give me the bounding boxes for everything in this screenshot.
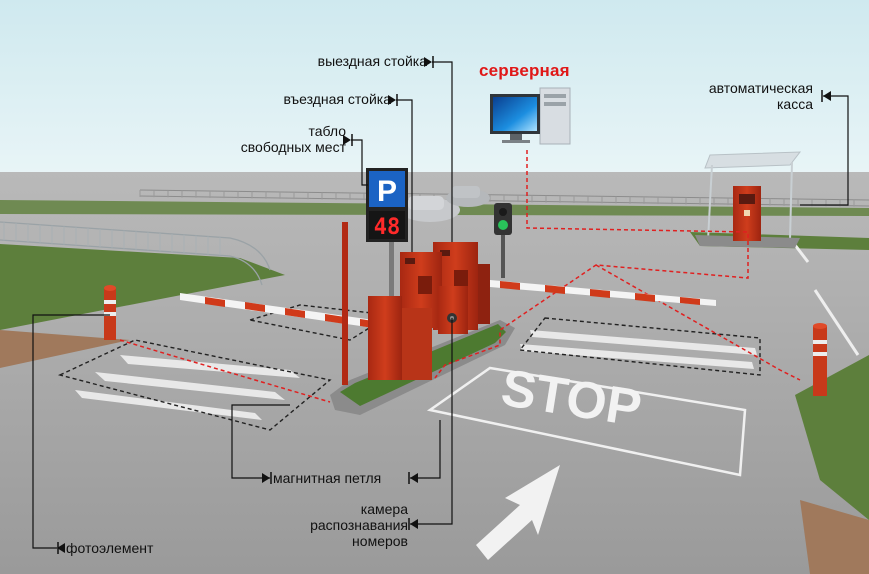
- server-computer: [490, 87, 571, 145]
- label-free-places-board: табло свободных мест: [241, 123, 346, 155]
- parking-sign-letter: P: [377, 175, 397, 208]
- label-magnetic-loop: магнитная петля: [273, 470, 382, 486]
- label-camera-line3: номеров: [352, 533, 408, 549]
- label-automatic-cashier: автоматическая касса: [709, 80, 813, 112]
- label-camera-line1: камера: [360, 501, 408, 517]
- leader-ticks: [57, 57, 831, 553]
- bollard-right: [813, 323, 827, 396]
- traffic-light: [494, 203, 512, 235]
- automatic-cashier: [733, 186, 761, 241]
- free-places-count: 48: [374, 215, 401, 240]
- barrier-cabinets: [368, 286, 468, 380]
- stop-box: [426, 366, 747, 477]
- exit-barrier: [490, 280, 716, 306]
- label-cashier-line1: автоматическая: [708, 80, 813, 96]
- parked-cars: [400, 186, 490, 222]
- label-entry-stand: въездная стойка: [283, 91, 391, 107]
- leader-lines: [32, 61, 849, 549]
- board-pole: [389, 240, 394, 300]
- free-places-board: P 48: [366, 168, 408, 242]
- label-board-line1: табло: [308, 123, 346, 139]
- label-cashier-line2: касса: [776, 96, 813, 112]
- label-number-camera: камера распознавания номеров: [310, 501, 408, 549]
- road-arrow: [476, 465, 560, 560]
- label-camera-line2: распознавания: [310, 517, 408, 533]
- label-board-line2: свободных мест: [240, 139, 346, 155]
- left-grass: [0, 244, 285, 330]
- cashier-canopy: [695, 151, 802, 248]
- bollard-left: [104, 285, 116, 340]
- photocell-pole-left: [342, 222, 348, 385]
- label-photocell: фотоэлемент: [66, 540, 154, 556]
- sky: [0, 0, 869, 180]
- left-fence: [0, 221, 271, 286]
- light-pole: [501, 228, 505, 278]
- right-grass: [795, 355, 869, 520]
- tick-bars: [57, 56, 823, 554]
- label-server: серверная: [479, 61, 570, 80]
- right-dashed-lines: [793, 244, 860, 356]
- right-sidewalk: [800, 500, 869, 574]
- label-exit-stand: выездная стойка: [317, 53, 427, 69]
